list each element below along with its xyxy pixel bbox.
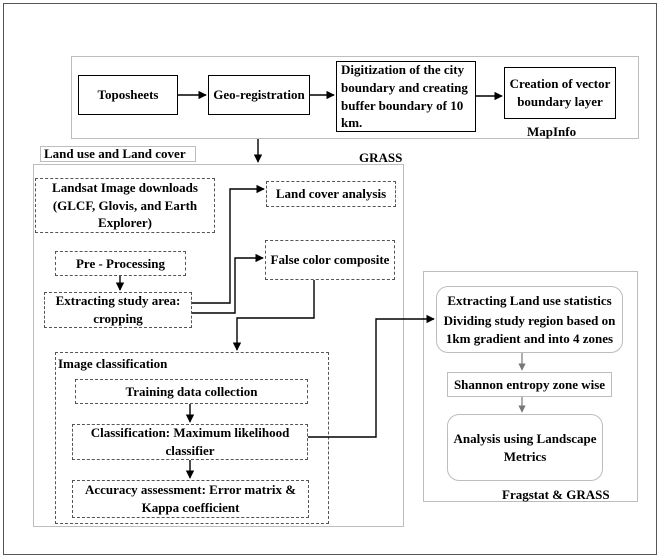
arrow-extract-landcover [192,184,265,304]
fragstat-label: Fragstat & GRASS [502,487,610,502]
analysis-box: Analysis using Landscape Metrics [447,414,603,481]
landuse-header-label: Land use and Land cover [40,146,196,162]
land-cover-analysis-box: Land cover analysis [266,181,396,207]
arrow-falsecolor-imgclass [232,280,315,351]
toposheets-box: Toposheets [78,75,178,115]
classification-text: Classification: Maximum likelihood class… [90,425,290,458]
shannon-text: Shannon entropy zone wise [453,376,606,392]
image-classification-label: Image classification [58,356,168,371]
toposheets-text: Toposheets [97,87,159,103]
vector-layer-box: Creation of vector boundary layer [504,67,616,119]
grass-region [33,164,404,527]
false-color-box: False color composite [265,240,395,280]
false-color-text: False color composite [270,252,390,268]
landuse-stats-box: Extracting Land use statistics Dividing … [436,286,623,353]
grass-label: GRASS [359,150,403,165]
preprocessing-box: Pre - Processing [55,251,186,276]
shannon-box: Shannon entropy zone wise [447,372,612,397]
extracting-study-box: Extracting study area: cropping [44,292,192,328]
landuse-stats-title: Extracting Land use statistics [447,292,612,308]
landsat-box: Landsat Image downloads (GLCF, Glovis, a… [35,178,215,233]
fragstat-region [423,271,638,502]
mapinfo-region [71,56,639,139]
georegistration-text: Geo-registration [213,87,305,103]
land-cover-analysis-text: Land cover analysis [275,186,387,202]
preprocessing-text: Pre - Processing [75,255,166,271]
vector-layer-text: Creation of vector boundary layer [509,76,611,109]
digitization-box: Digitization of the city boundary and cr… [336,61,476,132]
accuracy-text: Accuracy assessment: Error matrix & Kapp… [84,482,297,515]
training-box: Training data collection [75,379,308,404]
outer-frame [3,3,657,555]
arrow-extract-falsecolor [192,253,264,314]
landuse-header-text: Land use and Land cover [44,146,186,162]
arrow-classification-landuse [308,314,435,438]
georegistration-box: Geo-registration [208,75,310,115]
dividing-text: Dividing study region based on 1km gradi… [443,313,616,346]
training-text: Training data collection [125,383,258,399]
classification-box: Classification: Maximum likelihood class… [72,424,308,460]
extracting-study-text: Extracting study area: cropping [55,293,181,326]
analysis-text: Analysis using Landscape Metrics [453,430,597,464]
landsat-text: Landsat Image downloads (GLCF, Glovis, a… [52,180,198,231]
digitization-text: Digitization of the city boundary and cr… [341,62,468,131]
accuracy-box: Accuracy assessment: Error matrix & Kapp… [72,480,309,518]
mapinfo-label: MapInfo [527,124,577,139]
